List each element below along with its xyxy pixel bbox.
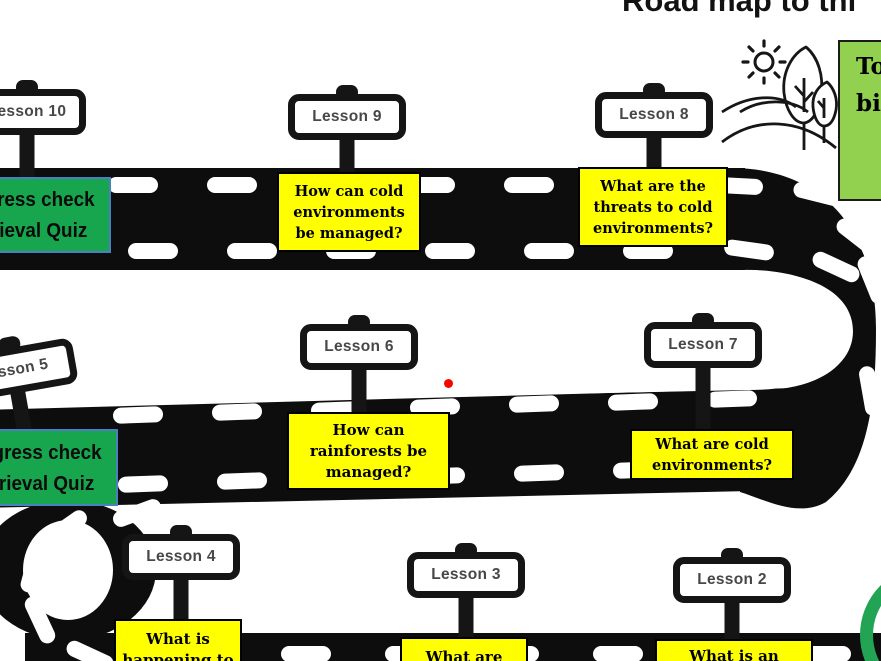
sign-board: Lesson 7 [644,322,762,368]
sign-board: Lesson 8 [595,92,713,138]
sign-board: Lesson 9 [288,94,406,140]
lesson-8-note: What are the threats to cold environment… [578,167,728,247]
lesson-6-note: How can rainforests be managed? [287,412,450,490]
topic-line-2: bi [856,90,881,117]
sign-board: Lesson 3 [407,552,525,598]
sign-label: Lesson 8 [619,106,689,123]
sign-label: Lesson 2 [697,571,767,588]
trees-hills-icon [721,45,838,150]
sign-label: Lesson 10 [0,103,67,120]
lesson-9-note: How can cold environments be managed? [277,172,421,252]
page-title: Road map to thi [622,0,857,18]
sign-board: Lesson 4 [122,534,240,580]
sign-label: Lesson 9 [312,108,382,125]
marker-dot [444,379,453,388]
sign-label: Lesson 4 [146,548,216,565]
lesson-2-note: What is an [655,639,813,661]
lesson-3-note: What are [400,637,528,661]
lesson-7-note: What are cold environments? [630,429,794,480]
sign-label: Lesson 5 [0,355,50,385]
sign-label: Lesson 7 [668,336,738,353]
sun-icon [741,39,787,85]
progress-quiz-note-top: Progress check Retrieval Quiz [0,177,111,253]
sign-board: Lesson 6 [300,324,418,370]
progress-quiz-note-middle: Progress check Retrieval Quiz [0,429,118,506]
topic-line-1: To [856,53,881,80]
sign-board: Lesson 10 [0,89,86,135]
lesson-4-note: What is happening to [114,619,242,661]
sign-label: Lesson 3 [431,566,501,583]
topic-box: To bi [838,40,881,201]
sign-board: Lesson 2 [673,557,791,603]
sign-label: Lesson 6 [324,338,394,355]
